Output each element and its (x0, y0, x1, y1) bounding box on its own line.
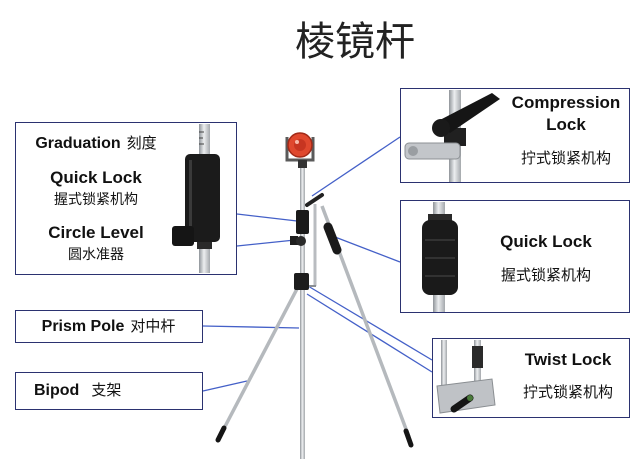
prism-pole-assembly (215, 132, 414, 459)
quick-lock-left-zh: 握式锁紧机构 (54, 192, 138, 208)
graduation-label: Graduation 刻度 (16, 133, 176, 154)
knob-tip (467, 395, 473, 401)
center-pole (300, 165, 305, 459)
bipod-label: Bipod 支架 (34, 373, 121, 408)
leader-line-twist-lock-a (307, 285, 433, 361)
callout-box-left-detail: Graduation 刻度 Quick Lock 握式锁紧机构 Circle Le… (15, 122, 237, 275)
clamp-screw (408, 146, 418, 156)
leader-line-quick-lock-left (236, 213, 298, 222)
bipod-en: Bipod (34, 382, 80, 399)
bipod-zh: 支架 (91, 381, 122, 399)
leader-line-prism-pole (202, 325, 300, 329)
prism-highlight (295, 140, 299, 144)
circle-level (296, 236, 306, 246)
callout-box-twist-lock: Twist Lock 拧式锁紧机构 (432, 338, 630, 418)
leader-line-compression-lock (311, 136, 401, 197)
twist-lock-knob (450, 394, 474, 413)
quick-lock-left-en: Quick Lock (50, 168, 142, 187)
leader-line-quick-lock-right (334, 236, 401, 263)
callout-box-bipod: Bipod 支架 (15, 372, 203, 410)
compression-lock-en: Compression Lock (511, 93, 621, 134)
twist-lock-zh: 拧式锁紧机构 (522, 383, 613, 401)
circle-level-en: Circle Level (48, 223, 144, 242)
leader-line-circle-level (236, 239, 296, 247)
twist-lock-en: Twist Lock (524, 350, 612, 369)
compression-lock-zh: 拧式锁紧机构 (520, 149, 611, 167)
page-title: 棱镜杆 (295, 19, 415, 65)
right-leg-grip (323, 222, 342, 255)
leader-lines (202, 136, 433, 392)
leader-line-bipod (202, 380, 248, 392)
right-leg-foot (403, 428, 414, 448)
pole-quick-lock-grip (296, 210, 309, 234)
prism-pole-zh: 对中杆 (130, 317, 176, 335)
graduation-en: Graduation (35, 135, 121, 152)
detail-rod-left (441, 340, 447, 395)
left-leg (218, 286, 300, 437)
twist-lock-clamp (294, 273, 309, 290)
detail-circle-level (172, 226, 194, 246)
lever-knob (432, 119, 450, 137)
prism-stem (298, 160, 307, 168)
graduation-detail-image (172, 124, 220, 273)
rod-sleeve (472, 346, 483, 368)
graduation-zh: 刻度 (126, 134, 157, 152)
clamp-base (404, 142, 461, 160)
quick-lock-right-en: Quick Lock (500, 232, 592, 251)
quick-lock-right-zh: 握式锁紧机构 (500, 266, 591, 284)
callout-box-prism-pole: Prism Pole 对中杆 (15, 310, 203, 343)
detail-ring (197, 242, 212, 249)
circle-level-zh: 圆水准器 (68, 247, 124, 263)
callout-box-compression-lock: Compression Lock 拧式锁紧机构 (400, 88, 630, 183)
grip-top-ring (428, 214, 452, 222)
prism-pole-en: Prism Pole (41, 318, 125, 335)
quick-lock-image (422, 202, 458, 312)
bipod-bracket-lever (305, 193, 324, 207)
compression-lock-image (404, 90, 500, 182)
left-leg-foot (215, 425, 227, 443)
detail-quick-lock-grip (185, 154, 220, 242)
twist-lock-image (436, 340, 496, 414)
circle-level-holder (290, 236, 298, 245)
twist-lock-base (436, 378, 496, 414)
callout-box-quick-lock-right: Quick Lock 握式锁紧机构 (400, 200, 630, 313)
lock-lever (438, 93, 500, 133)
grip-highlight (189, 160, 192, 236)
prism-pole-label: Prism Pole 对中杆 (16, 311, 201, 342)
